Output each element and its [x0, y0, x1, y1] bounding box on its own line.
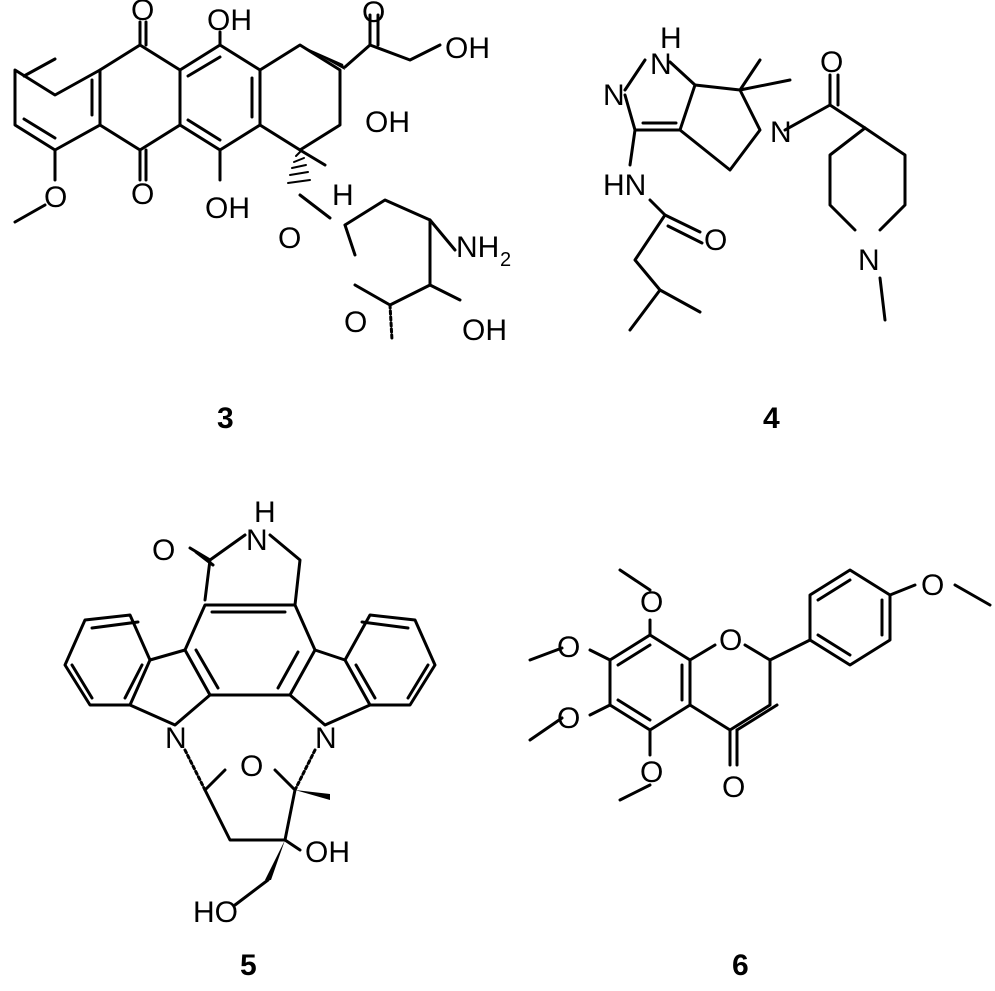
- atom-label: N: [650, 48, 672, 81]
- atom-label: HO: [193, 896, 238, 929]
- atom-label: N: [165, 722, 187, 755]
- compound-3-labels: O OH O OH O O OH OH H O NH 2 O OH 3: [44, 0, 511, 435]
- atom-label: O: [278, 222, 301, 255]
- compound-number: 5: [240, 949, 257, 982]
- atom-label: N: [246, 524, 268, 557]
- atom-label: O: [820, 46, 843, 79]
- compound-6-structure: [528, 568, 992, 802]
- atom-label: HN: [603, 169, 646, 202]
- compound-4-structure: [623, 58, 907, 332]
- atom-label: N: [858, 244, 880, 277]
- atom-label: O: [131, 0, 154, 27]
- atom-label: N: [603, 79, 625, 112]
- atom-label: N: [770, 116, 792, 149]
- atom-label: O: [640, 756, 663, 789]
- atom-label: O: [704, 224, 727, 257]
- atom-subscript: 2: [500, 249, 511, 271]
- atom-label: OH: [445, 32, 490, 65]
- atom-label: H: [332, 179, 354, 212]
- atom-label: OH: [207, 4, 252, 37]
- atom-label: O: [344, 306, 367, 339]
- atom-label: OH: [205, 192, 250, 225]
- atom-label: O: [44, 181, 67, 214]
- compound-number: 4: [763, 402, 780, 435]
- atom-label: O: [240, 750, 263, 783]
- atom-label: OH: [305, 836, 350, 869]
- compound-5-labels: O N H N N O OH HO 5: [152, 496, 350, 982]
- atom-label: OH: [462, 314, 507, 347]
- atom-label: O: [131, 178, 154, 211]
- atom-label: O: [719, 624, 742, 657]
- atom-label: N: [315, 722, 337, 755]
- compound-5-structure: [63, 533, 437, 907]
- atom-label: O: [722, 771, 745, 804]
- atom-label: H: [660, 22, 682, 55]
- atom-label: O: [921, 569, 944, 602]
- atom-label: OH: [365, 106, 410, 139]
- compound-3-structure: [13, 13, 462, 342]
- atom-label: O: [640, 586, 663, 619]
- compound-number: 6: [732, 949, 749, 982]
- compound-4-labels: H N N N O HN O N 4: [603, 22, 880, 435]
- atom-label: H: [254, 496, 276, 529]
- atom-label: O: [362, 0, 385, 29]
- atom-label: NH: [456, 231, 499, 264]
- compound-6-labels: O O O O O O O 6: [557, 569, 944, 982]
- atom-label: O: [557, 631, 580, 664]
- compound-number: 3: [217, 402, 234, 435]
- atom-label: O: [557, 702, 580, 735]
- atom-label: O: [152, 534, 175, 567]
